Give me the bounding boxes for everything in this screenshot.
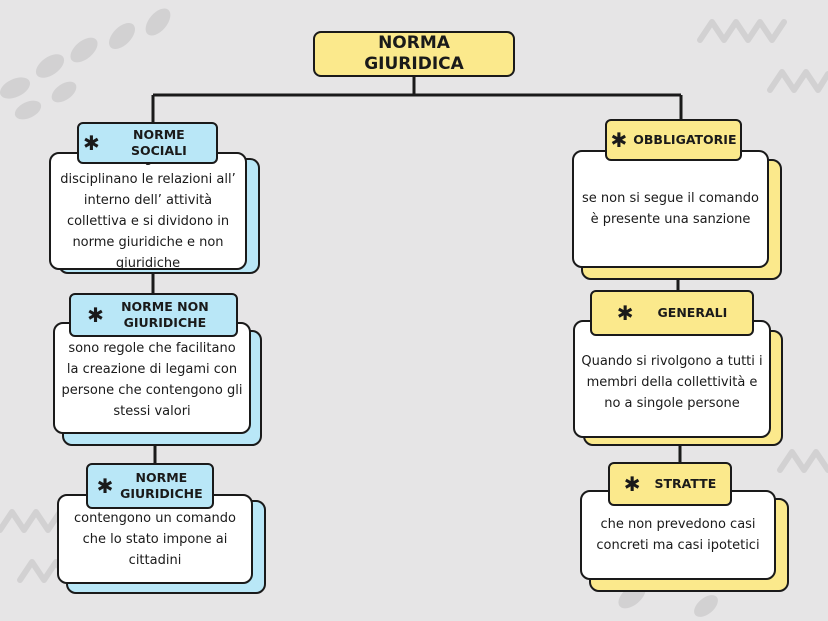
tag-label: NORME GIURIDICHE xyxy=(120,470,203,501)
asterisk-icon: ✱ xyxy=(610,128,628,152)
tag-norme-giuridiche: ✱NORME GIURIDICHE xyxy=(86,463,214,509)
tag-stratte: ✱ STRATTE xyxy=(608,462,732,506)
asterisk-icon: ✱ xyxy=(616,301,634,325)
asterisk-icon: ✱ xyxy=(96,474,114,498)
tag-label: OBBLIGATORIE xyxy=(633,132,737,147)
asterisk-icon: ✱ xyxy=(87,303,104,327)
tag-label: STRATTE xyxy=(654,476,717,491)
card-norme-non-giuridiche-text: sono regole che facilitano la creazione … xyxy=(53,322,251,434)
tag-norme-sociali: ✱ NORME SOCIALI xyxy=(77,122,218,164)
root-node-norma-giuridica: NORMA GIURIDICA xyxy=(313,31,515,77)
asterisk-icon: ✱ xyxy=(83,131,100,155)
tag-label: NORME SOCIALI xyxy=(131,127,187,158)
card-obbligatorie-text: se non si segue il comando è presente un… xyxy=(572,150,769,268)
tag-label: NORME NON GIURIDICHE xyxy=(121,299,209,330)
asterisk-icon: ✱ xyxy=(623,472,641,496)
tag-label: GENERALI xyxy=(657,305,728,320)
card-generali-text: Quando si rivolgono a tutti i membri del… xyxy=(573,320,771,438)
root-label: NORMA GIURIDICA xyxy=(364,33,464,74)
tag-norme-non-giuridiche: ✱ NORME NON GIURIDICHE xyxy=(69,293,238,337)
tag-generali: ✱ GENERALI xyxy=(590,290,754,336)
tag-obbligatorie: ✱ OBBLIGATORIE xyxy=(605,119,742,161)
card-norme-sociali-text: sono regole che disciplinano le relazion… xyxy=(49,151,247,271)
card-norme-giuridiche-text: contengono un comando che lo stato impon… xyxy=(57,494,253,584)
